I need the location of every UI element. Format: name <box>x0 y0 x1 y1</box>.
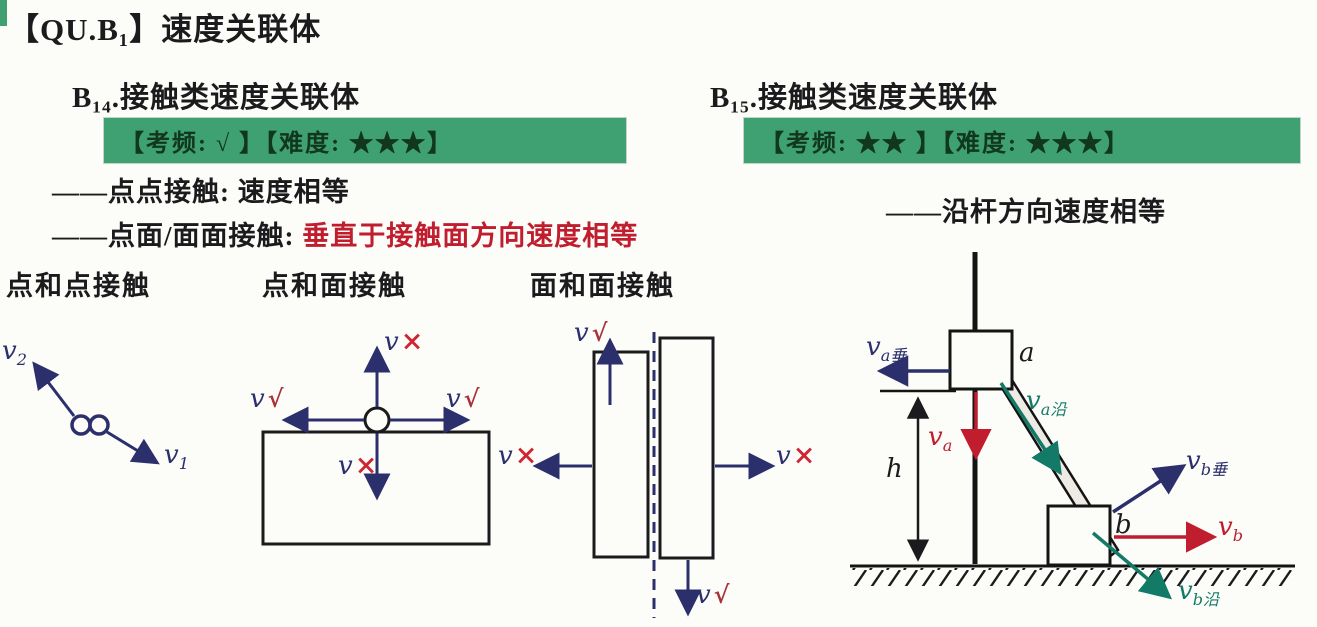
rule-point-plane-prefix: ——点面/面面接触: <box>52 221 303 251</box>
diagram-title-point-point: 点和点接触 <box>6 271 151 301</box>
check-mark: √ <box>591 318 608 347</box>
b14-frequency-difficulty-badge: 【考频: √ 】【难度: ★★★】 <box>104 118 626 163</box>
v-subscript: a沿 <box>1040 400 1067 420</box>
v-symbol: v <box>1026 386 1041 416</box>
vb-along-label: vb沿 <box>1178 578 1219 608</box>
left-ball <box>70 414 92 436</box>
v-symbol: v <box>776 441 791 471</box>
v-right-label: v√ <box>446 386 479 412</box>
v-symbol: v <box>1178 576 1193 606</box>
v-up-label: v√ <box>574 320 607 346</box>
v-symbol: v <box>2 336 17 366</box>
v1-arrow <box>106 430 160 465</box>
v-right-label: v× <box>776 442 815 469</box>
diagram-rod-blocks <box>850 252 1295 600</box>
section-b14-heading: B₁₄.接触类速度关联体 <box>72 82 360 114</box>
rule-point-point: ——点点接触: 速度相等 <box>52 177 350 207</box>
cross-mark: × <box>400 326 424 357</box>
b15-frequency-difficulty-badge: 【考频: ★★ 】【难度: ★★★】 <box>744 118 1300 163</box>
section-b15-heading: B₁₅.接触类速度关联体 <box>710 82 998 114</box>
page-title: 【QU.B₁】速度关联体 <box>8 12 322 47</box>
v-symbol: v <box>498 441 513 471</box>
va-along-label: va沿 <box>1026 388 1066 418</box>
v-symbol: v <box>338 451 353 481</box>
v-subscript: b沿 <box>1192 590 1220 610</box>
diagram-point-plane <box>261 345 491 546</box>
diagram-plane-plane <box>532 332 776 618</box>
vb-label: vb <box>1218 514 1243 544</box>
v-symbol: v <box>250 384 265 414</box>
cross-mark: × <box>792 440 816 471</box>
v-symbol: v <box>1186 446 1201 476</box>
v-left-label: v× <box>498 442 537 469</box>
cross-mark: × <box>514 440 538 471</box>
vb-perp-label: vb垂 <box>1186 448 1227 478</box>
diagram-title-plane-plane: 面和面接触 <box>530 271 675 301</box>
v-subscript: 2 <box>16 350 27 370</box>
va-along-arrow <box>999 382 1062 476</box>
contact-ball <box>363 406 391 434</box>
v-subscript: b <box>1232 526 1244 546</box>
check-mark: √ <box>463 384 480 413</box>
rule-point-plane: ——点面/面面接触: 垂直于接触面方向速度相等 <box>52 214 638 253</box>
v-symbol: v <box>696 580 711 610</box>
v-symbol: v <box>866 332 881 362</box>
v-down-label: v√ <box>696 582 729 608</box>
v-left-label: v√ <box>250 386 283 412</box>
right-ball <box>88 414 110 436</box>
v-symbol: v <box>928 422 943 452</box>
cross-mark: × <box>354 450 378 481</box>
check-mark: √ <box>267 384 284 413</box>
v-symbol: v <box>164 440 179 470</box>
v-down-label: v× <box>338 452 377 479</box>
v-symbol: v <box>1218 512 1233 542</box>
rule-point-plane-highlight: 垂直于接触面方向速度相等 <box>302 221 639 251</box>
check-mark: √ <box>713 580 730 609</box>
va-perp-label: va垂 <box>866 334 906 364</box>
h-label: h <box>886 454 903 484</box>
v1-label: v1 <box>164 442 189 472</box>
va-label: va <box>928 424 952 454</box>
scan-artifact <box>0 0 7 26</box>
left-slab <box>592 350 650 559</box>
rule-along-rod: ——沿杆方向速度相等 <box>886 197 1166 227</box>
block-b <box>1046 504 1112 567</box>
block-a <box>948 329 1014 391</box>
block-b-label: b <box>1115 510 1132 540</box>
vb-perp-arrow <box>1112 464 1187 514</box>
v-subscript: 1 <box>178 454 189 474</box>
right-slab <box>658 336 715 560</box>
diagram-title-point-plane: 点和面接触 <box>262 271 407 301</box>
v-symbol: v <box>384 327 399 357</box>
v-subscript: a垂 <box>880 346 907 366</box>
v-symbol: v <box>446 384 461 414</box>
v-up-label: v× <box>384 328 423 355</box>
ground-hatching <box>852 568 1292 586</box>
block-a-label: a <box>1019 338 1035 368</box>
v-symbol: v <box>574 318 589 348</box>
vb-along-arrow <box>1091 531 1173 600</box>
v2-label: v2 <box>2 338 27 368</box>
diagram-point-point <box>32 361 160 465</box>
v-subscript: a <box>942 436 953 456</box>
v-subscript: b垂 <box>1200 460 1228 480</box>
v2-arrow <box>32 361 76 417</box>
